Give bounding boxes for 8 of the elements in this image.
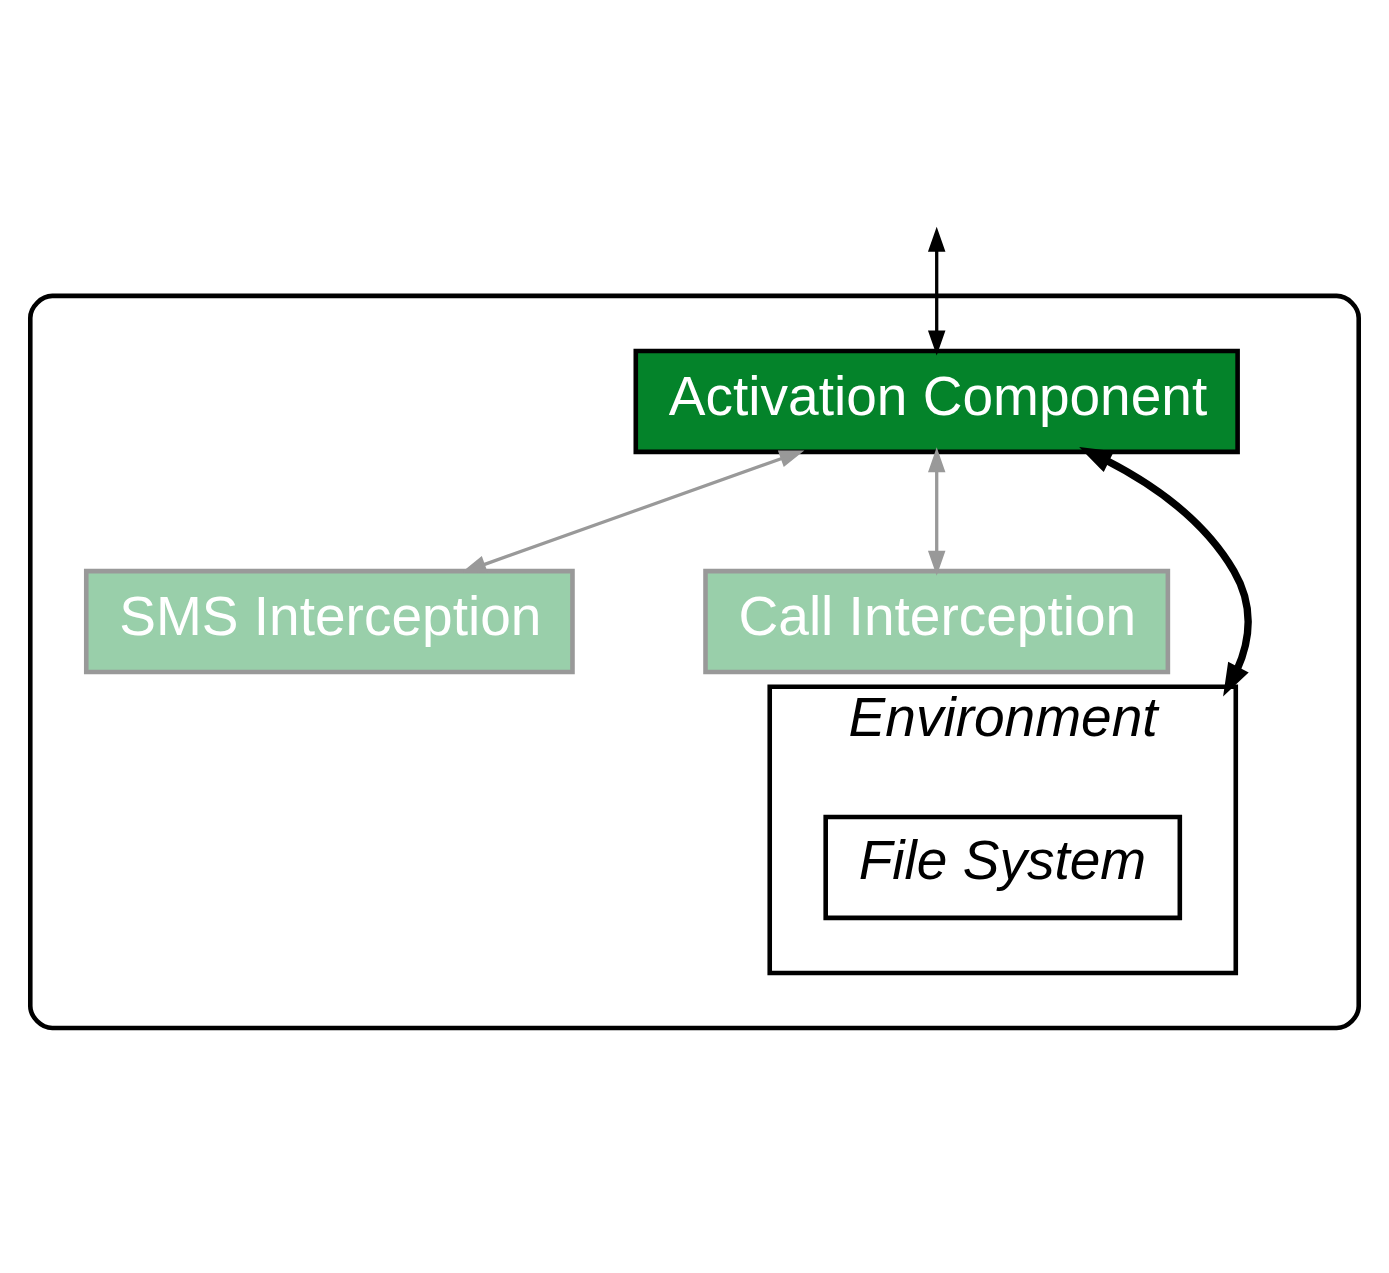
- arrow: [927, 447, 946, 576]
- arrow: [927, 226, 946, 356]
- arrow: [1079, 447, 1252, 697]
- node-box: Activation Component: [633, 348, 1240, 455]
- node-box: SMS Interception: [83, 568, 575, 675]
- node-box: Call Interception: [703, 568, 1171, 675]
- cluster: [28, 293, 1361, 1031]
- node-box: File System: [823, 814, 1183, 921]
